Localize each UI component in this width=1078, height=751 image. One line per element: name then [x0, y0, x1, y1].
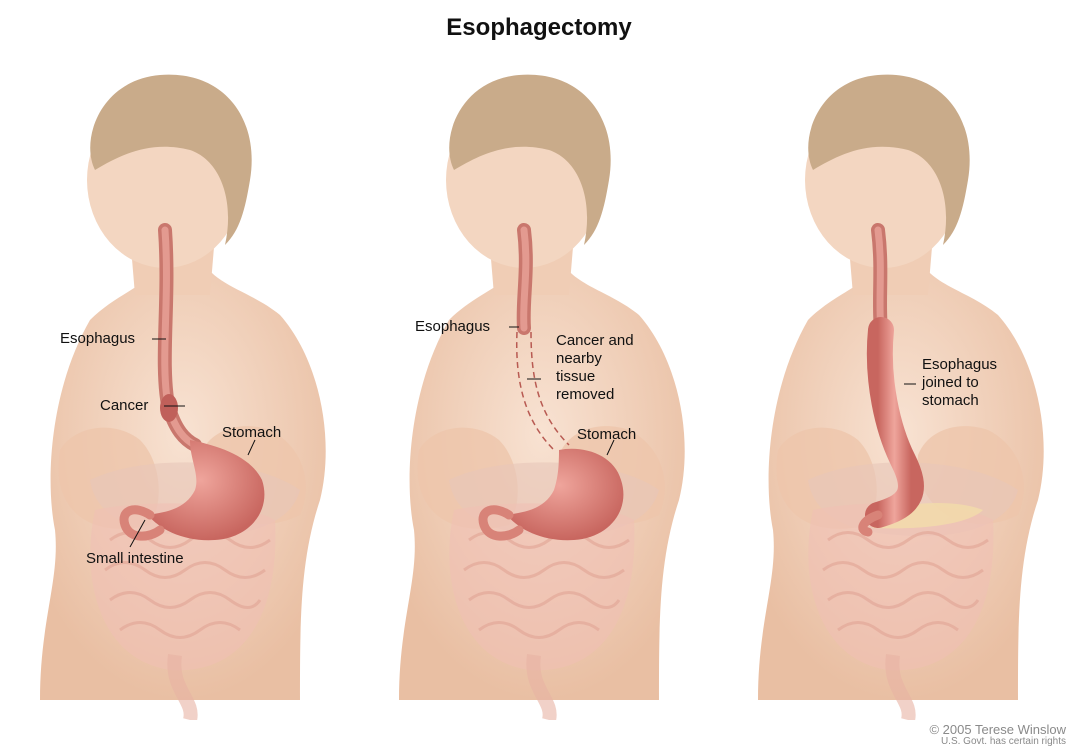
torso-illustration-2: [359, 60, 718, 720]
credit-line-1: © 2005 Terese Winslow: [929, 722, 1066, 737]
panel-esophagus-joined: Esophagus joined to stomach: [718, 60, 1077, 720]
label-line: nearby: [556, 350, 634, 368]
credit-line-2: U.S. Govt. has certain rights: [929, 736, 1066, 747]
label-cancer: Cancer: [100, 397, 148, 415]
label-line: removed: [556, 386, 634, 404]
torso-illustration-1: [0, 60, 359, 720]
diagram-title: Esophagectomy: [0, 14, 1078, 42]
label-esophagus: Esophagus: [415, 318, 490, 336]
copyright-credit: © 2005 Terese Winslow U.S. Govt. has cer…: [929, 722, 1066, 747]
label-cancer-and-nearby-tissue-removed: Cancer and nearby tissue removed: [556, 332, 634, 404]
label-esophagus: Esophagus: [60, 330, 135, 348]
panel-tissue-removed: Esophagus Cancer and nearby tissue remov…: [359, 60, 718, 720]
label-line: stomach: [922, 392, 997, 410]
panel-before-surgery: Esophagus Cancer Stomach Small intestine: [0, 60, 359, 720]
label-line: tissue: [556, 368, 634, 386]
label-line: Cancer and: [556, 332, 634, 350]
torso-illustration-3: [718, 60, 1077, 720]
label-stomach: Stomach: [222, 424, 281, 442]
label-stomach: Stomach: [577, 426, 636, 444]
label-small-intestine: Small intestine: [86, 550, 184, 568]
label-line: Esophagus: [922, 356, 997, 374]
label-esophagus-joined-to-stomach: Esophagus joined to stomach: [922, 356, 997, 410]
label-line: joined to: [922, 374, 997, 392]
